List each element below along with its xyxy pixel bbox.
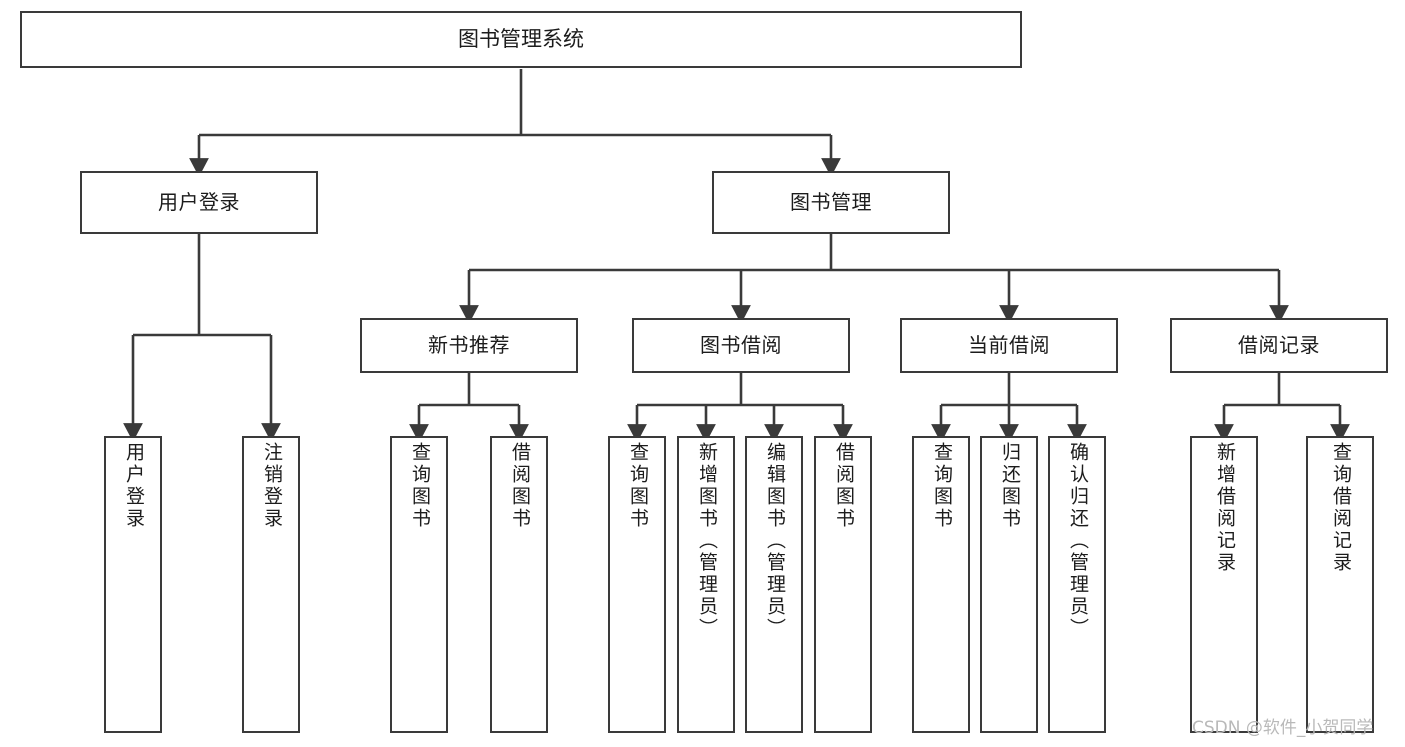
- node-leaf-logout[interactable]: 注销登录: [242, 436, 300, 733]
- node-label: 新增图书（管理员）: [695, 442, 718, 640]
- node-label: 借阅图书: [832, 442, 855, 530]
- node-leaf-borrow-book[interactable]: 借阅图书: [814, 436, 872, 733]
- node-label: 当前借阅: [968, 333, 1050, 357]
- node-book-borrow[interactable]: 图书借阅: [632, 318, 850, 373]
- node-label: 查询借阅记录: [1329, 442, 1352, 574]
- node-label: 图书管理系统: [458, 27, 584, 52]
- node-new-book-recommend[interactable]: 新书推荐: [360, 318, 578, 373]
- node-leaf-return-book[interactable]: 归还图书: [980, 436, 1038, 733]
- node-borrow-record[interactable]: 借阅记录: [1170, 318, 1388, 373]
- node-label: 图书管理: [790, 190, 872, 214]
- node-label: 用户登录: [158, 190, 240, 214]
- node-book-management[interactable]: 图书管理: [712, 171, 950, 234]
- node-label: 新书推荐: [428, 333, 510, 357]
- node-leaf-query-book-borrow[interactable]: 查询图书: [608, 436, 666, 733]
- node-leaf-query-borrow-record[interactable]: 查询借阅记录: [1306, 436, 1374, 733]
- node-root-book-management-system[interactable]: 图书管理系统: [20, 11, 1022, 68]
- node-label: 用户登录: [122, 442, 145, 530]
- node-current-borrow[interactable]: 当前借阅: [900, 318, 1118, 373]
- node-label: 新增借阅记录: [1213, 442, 1236, 574]
- node-label: 查询图书: [626, 442, 649, 530]
- node-leaf-confirm-return-admin[interactable]: 确认归还（管理员）: [1048, 436, 1106, 733]
- node-leaf-add-borrow-record[interactable]: 新增借阅记录: [1190, 436, 1258, 733]
- node-leaf-edit-book-admin[interactable]: 编辑图书（管理员）: [745, 436, 803, 733]
- node-label: 注销登录: [260, 442, 283, 530]
- node-label: 查询图书: [930, 442, 953, 530]
- node-leaf-query-book-recommend[interactable]: 查询图书: [390, 436, 448, 733]
- node-user-login[interactable]: 用户登录: [80, 171, 318, 234]
- node-leaf-borrow-book-recommend[interactable]: 借阅图书: [490, 436, 548, 733]
- node-label: 图书借阅: [700, 333, 782, 357]
- node-leaf-query-book-current[interactable]: 查询图书: [912, 436, 970, 733]
- node-label: 借阅图书: [508, 442, 531, 530]
- node-label: 查询图书: [408, 442, 431, 530]
- node-label: 归还图书: [998, 442, 1021, 530]
- node-leaf-add-book-admin[interactable]: 新增图书（管理员）: [677, 436, 735, 733]
- watermark: CSDN @软件_小贺同学: [1192, 718, 1374, 738]
- node-label: 借阅记录: [1238, 333, 1320, 357]
- node-leaf-user-login[interactable]: 用户登录: [104, 436, 162, 733]
- node-label: 编辑图书（管理员）: [763, 442, 786, 640]
- node-label: 确认归还（管理员）: [1066, 442, 1089, 640]
